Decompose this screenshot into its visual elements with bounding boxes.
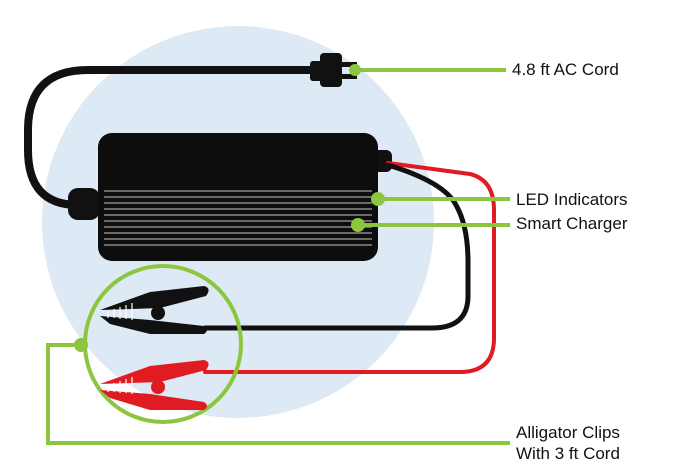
- callout-dot-alligator-clips: [74, 338, 88, 352]
- label-led-indicators: LED Indicators: [516, 190, 628, 209]
- ac-plug: [310, 53, 357, 87]
- ac-cord: [24, 66, 316, 209]
- label-ac-cord: 4.8 ft AC Cord: [512, 60, 619, 79]
- callout-dot-led: [371, 192, 385, 206]
- callout-dot-smart-charger: [351, 218, 365, 232]
- callout-line-alligator-clips: [46, 343, 510, 445]
- output-cable-black: [202, 162, 471, 331]
- charger-body: [98, 133, 378, 261]
- callout-dot-ac-cord: [349, 64, 361, 76]
- label-alligator-clips-line1: Alligator Clips: [516, 423, 620, 442]
- black-alligator-clip: [100, 286, 209, 334]
- red-alligator-clip: [100, 360, 209, 410]
- charger-strain-relief-left: [68, 188, 100, 220]
- output-cable-red: [203, 161, 496, 374]
- label-alligator-clips-line2: With 3 ft Cord: [516, 444, 620, 463]
- label-smart-charger: Smart Charger: [516, 214, 628, 233]
- label-alligator-clips: Alligator Clips With 3 ft Cord: [516, 422, 620, 464]
